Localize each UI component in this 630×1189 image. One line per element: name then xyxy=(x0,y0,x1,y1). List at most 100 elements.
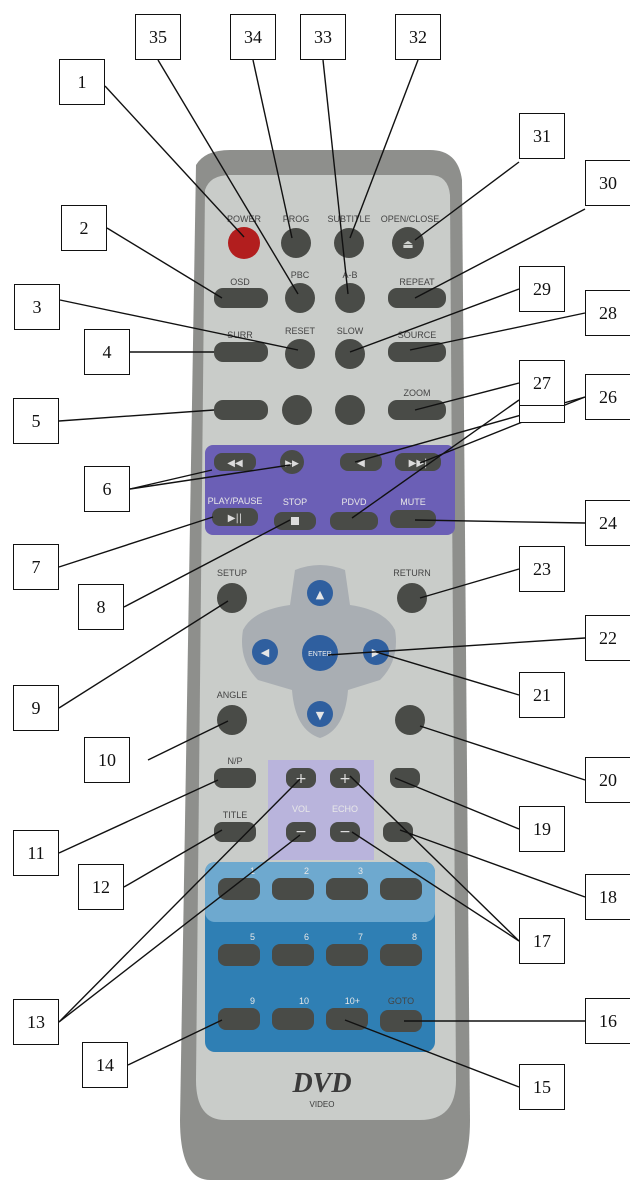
num-1-button xyxy=(218,878,260,900)
num-5-button xyxy=(218,944,260,966)
callout-20: 20 xyxy=(585,757,630,803)
leader-27 xyxy=(414,382,520,411)
label-return: RETURN xyxy=(393,568,431,578)
leader-11 xyxy=(58,779,219,854)
numpad-panel-band xyxy=(205,862,435,922)
goto-button xyxy=(380,1010,422,1032)
leader-31 xyxy=(414,161,520,241)
pdvd-button xyxy=(330,512,378,530)
num-9-button xyxy=(218,1008,260,1030)
numpad-label-2: 2 xyxy=(304,866,309,876)
callout-8: 8 xyxy=(78,584,124,630)
callout-3: 3 xyxy=(14,284,60,330)
num-10-button xyxy=(272,1008,314,1030)
callout-14: 14 xyxy=(82,1042,128,1088)
nav-left-button xyxy=(252,639,278,665)
label-zoom: ZOOM xyxy=(404,388,431,398)
prog-button xyxy=(281,228,311,258)
callout-24: 24 xyxy=(585,500,630,546)
echo-up-glyph: + xyxy=(339,771,351,787)
label-prog: PROG xyxy=(283,214,310,224)
leader-3 xyxy=(59,299,299,351)
leader-17b xyxy=(351,831,520,942)
echo-down-button xyxy=(330,822,360,842)
label-subtitle: SUBTITLE xyxy=(327,214,370,224)
leader-15 xyxy=(344,1019,520,1088)
label-echo: ECHO xyxy=(332,804,358,814)
leader-35 xyxy=(157,59,299,295)
vol-up-button xyxy=(286,768,316,788)
leader-22 xyxy=(327,637,586,656)
label-stop: STOP xyxy=(283,497,307,507)
title-button xyxy=(214,822,256,842)
stop-glyph xyxy=(291,517,299,525)
setup-button xyxy=(217,583,247,613)
leader-13a xyxy=(58,778,301,1023)
leader-14 xyxy=(127,1019,223,1066)
leader-13b xyxy=(58,834,301,1023)
num-3-button xyxy=(326,878,368,900)
leader-20 xyxy=(419,725,586,781)
callout-7: 7 xyxy=(13,544,59,590)
numpad-label-5: 5 xyxy=(250,932,255,942)
callout-17: 17 xyxy=(519,918,565,964)
label-surr: SURR xyxy=(227,330,253,340)
callout-5: 5 xyxy=(13,398,59,444)
label-reset: RESET xyxy=(285,326,316,336)
fast-forward-glyph: ▶▶ xyxy=(285,459,299,469)
callout-13: 13 xyxy=(13,999,59,1045)
callout-26: 26 xyxy=(585,374,630,420)
label-pbc: PBC xyxy=(291,270,310,280)
open-close-button xyxy=(392,227,424,259)
label-open-close: OPEN/CLOSE xyxy=(381,214,440,224)
eject-glyph: ⏏ xyxy=(402,237,413,251)
enter-button xyxy=(302,635,338,671)
numpad-label-6: 6 xyxy=(304,932,309,942)
leader-28 xyxy=(409,312,586,351)
callout-1: 1 xyxy=(59,59,105,105)
callout-6: 6 xyxy=(84,466,130,512)
num-4-button xyxy=(380,878,422,900)
np-button xyxy=(214,768,256,788)
leader-6b xyxy=(129,464,291,490)
callout-9: 9 xyxy=(13,685,59,731)
leader-lines xyxy=(58,59,586,1088)
label-np: N/P xyxy=(227,756,242,766)
ab-button xyxy=(335,283,365,313)
callout-4: 4 xyxy=(84,329,130,375)
callout-31: 31 xyxy=(519,113,565,159)
right-side-button xyxy=(395,705,425,735)
play-pause-button xyxy=(212,508,258,526)
label-mute: MUTE xyxy=(400,497,426,507)
osd-button xyxy=(214,288,268,308)
callout-2: 2 xyxy=(61,205,107,251)
numpad-label-7: 7 xyxy=(358,932,363,942)
numpad-label-9: 9 xyxy=(250,996,255,1006)
nav-up-button xyxy=(307,580,333,606)
vol-down-button xyxy=(286,822,316,842)
source-button xyxy=(388,342,446,362)
label-ab: A-B xyxy=(342,270,357,280)
callout-29: 29 xyxy=(519,266,565,312)
extra-up-button xyxy=(390,768,420,788)
callout-33: 33 xyxy=(300,14,346,60)
callout-15: 15 xyxy=(519,1064,565,1110)
prev-glyph: ◀ xyxy=(357,458,365,469)
leader-24 xyxy=(414,519,586,524)
next-button xyxy=(395,453,441,471)
power-button xyxy=(228,227,260,259)
label-vol: VOL xyxy=(292,804,310,814)
label-play-pause: PLAY/PAUSE xyxy=(208,496,263,506)
label-power: POWER xyxy=(227,214,262,224)
label-source: SOURCE xyxy=(398,330,437,340)
extra-down-button xyxy=(383,822,413,842)
nav-down-button xyxy=(307,701,333,727)
label-pdvd: PDVD xyxy=(341,497,367,507)
numpad-label-8: 8 xyxy=(412,932,417,942)
callout-35: 35 xyxy=(135,14,181,60)
leader-25 xyxy=(351,399,520,519)
num-2-button xyxy=(272,878,314,900)
leader-7 xyxy=(58,516,214,568)
callout-30: 30 xyxy=(585,160,630,206)
callout-27: 27 xyxy=(519,360,565,406)
